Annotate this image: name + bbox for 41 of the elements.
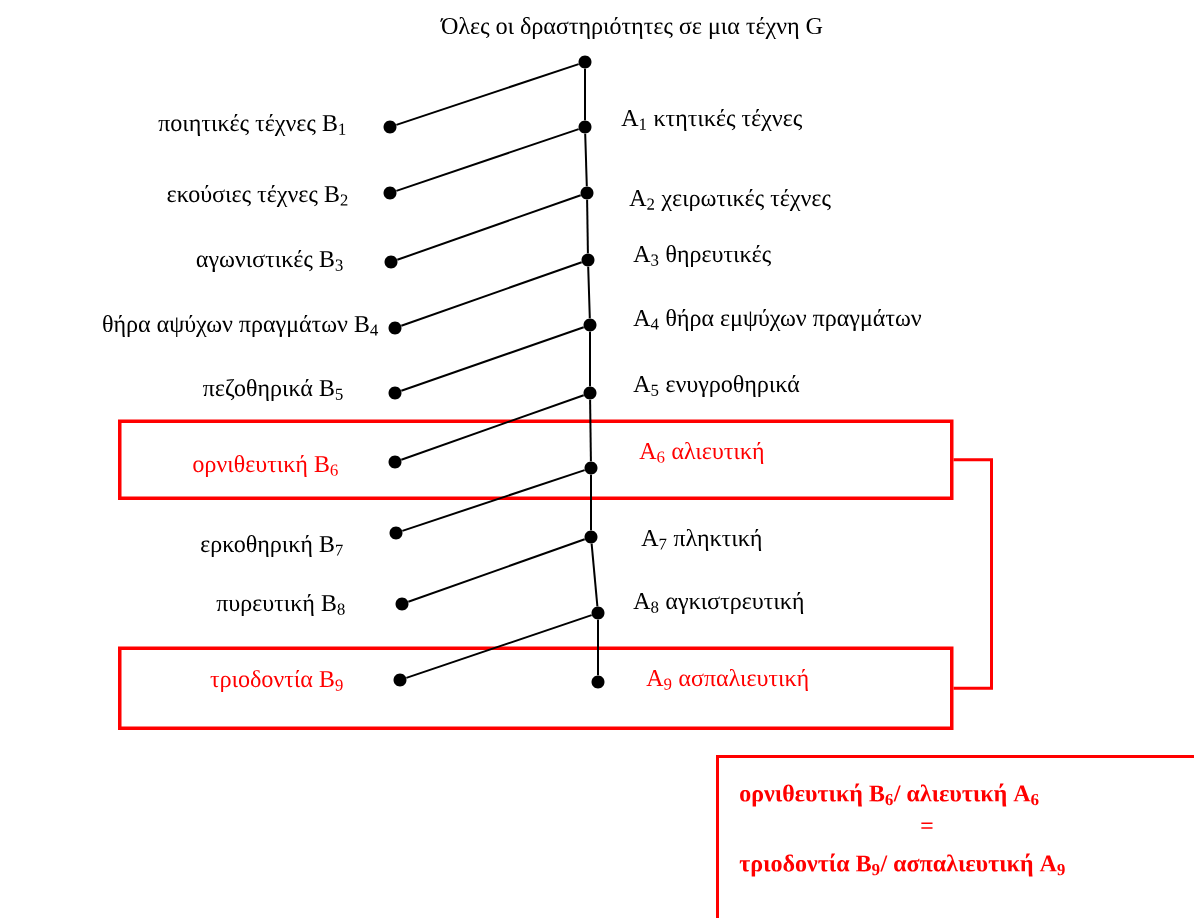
branch-label: αγωνιστικές B$_{3}$ bbox=[196, 249, 343, 272]
branch-label: A$_{5}$ ενυγροθηρικά bbox=[633, 374, 800, 397]
branch-label: πεζοθηρικά B$_{5}$ bbox=[203, 378, 343, 401]
branch-label: ερκοθηρική B$_{7}$ bbox=[201, 534, 343, 557]
branch-label: A$_{3}$ θηρευτικές bbox=[633, 244, 771, 267]
branch-label: A$_{9}$ ασπαλιευτική bbox=[646, 668, 808, 691]
branch-label: ποιητικές τέχνες B$_{1}$ bbox=[158, 113, 346, 136]
branch-label: τριοδοντία B$_{9}$ bbox=[210, 669, 343, 692]
branch-line bbox=[400, 261, 583, 327]
branch-line bbox=[589, 398, 592, 463]
branch-line bbox=[400, 326, 585, 392]
branch-line bbox=[590, 473, 592, 532]
branch-label: A$_{1}$ κτητικές τέχνες bbox=[621, 108, 803, 131]
branch-line bbox=[405, 614, 593, 679]
bracket-line bbox=[953, 458, 993, 690]
branch-label: θήρα αψύχων πραγμάτων B$_{4}$ bbox=[103, 314, 379, 337]
branch-label: A$_{2}$ χειρωτικές τέχνες bbox=[629, 188, 831, 211]
branch-line bbox=[584, 67, 586, 122]
highlight-box bbox=[118, 419, 954, 500]
branch-label: A$_{7}$ πληκτική bbox=[641, 528, 762, 551]
branch-line bbox=[395, 128, 580, 192]
branch-label: A$_{4}$ θήρα εμψύχων πραγμάτων bbox=[633, 308, 922, 331]
result-box: ορνιθευτική B$_{6}$/ αλιευτική A$_{6}$ = τριοδοντία B$_{9}$/ ασπαλιευτική A$_{9}$ bbox=[716, 755, 1194, 918]
branch-label: πυρευτική B$_{8}$ bbox=[216, 593, 345, 616]
branch-line bbox=[401, 469, 586, 532]
branch-label: εκούσιες τέχνες B$_{2}$ bbox=[167, 184, 348, 207]
branch-line bbox=[590, 542, 599, 608]
branch-line bbox=[586, 198, 589, 255]
branch-label: ορνιθευτική B$_{6}$ bbox=[193, 454, 338, 477]
branch-label: A$_{6}$ αλιευτική bbox=[639, 441, 764, 464]
branch-line bbox=[589, 330, 591, 388]
branch-line bbox=[400, 394, 585, 461]
branch-line bbox=[407, 538, 586, 603]
root-label: Όλες οι δραστηριότητες σε μια τέχνη G bbox=[440, 16, 823, 39]
highlight-box bbox=[118, 646, 954, 730]
branch-line bbox=[396, 194, 582, 261]
branch-label: A$_{8}$ αγκιστρευτική bbox=[633, 591, 804, 614]
branch-line bbox=[395, 63, 580, 126]
branch-line bbox=[587, 265, 591, 320]
branch-line bbox=[597, 618, 599, 677]
branch-line bbox=[584, 132, 588, 188]
